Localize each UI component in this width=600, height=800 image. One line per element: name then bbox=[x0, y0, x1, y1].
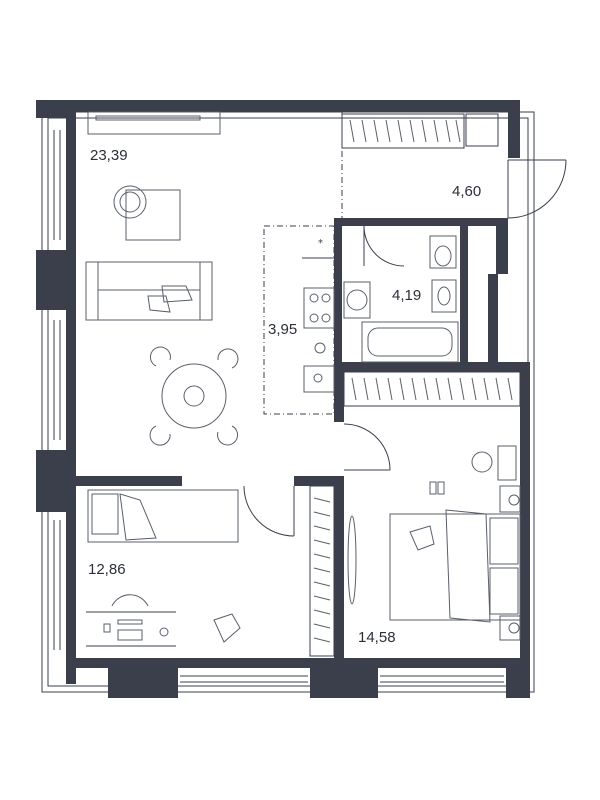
coffee-table bbox=[113, 185, 181, 241]
kitchen-units: * bbox=[302, 238, 335, 393]
svg-text:*: * bbox=[318, 238, 323, 249]
sofa bbox=[85, 261, 213, 321]
bedroom-large-door bbox=[343, 423, 391, 471]
area-label-kitchen: 3,95 bbox=[268, 321, 297, 338]
bedroom-wardrobe bbox=[343, 371, 521, 407]
area-label-bedroom-large: 14,58 bbox=[358, 629, 396, 646]
room-labels: 23,39 4,60 4,19 3,95 12,86 14,58 bbox=[88, 147, 481, 646]
mirror bbox=[347, 515, 357, 605]
bedroom-small-wardrobe bbox=[309, 485, 335, 657]
area-label-bathroom: 4,19 bbox=[392, 287, 421, 304]
hall-wardrobe bbox=[341, 113, 499, 149]
bedroom-small-furniture bbox=[86, 489, 241, 647]
tv-unit bbox=[87, 111, 221, 135]
entrance-door bbox=[507, 159, 567, 219]
zone-boundaries bbox=[263, 112, 343, 415]
walls bbox=[36, 100, 530, 698]
area-label-living: 23,39 bbox=[90, 147, 128, 164]
area-label-bedroom-small: 12,86 bbox=[88, 561, 126, 578]
dining-table bbox=[149, 346, 239, 446]
bathroom-fixtures bbox=[343, 225, 459, 363]
area-label-hall: 4,60 bbox=[452, 183, 481, 200]
bedroom-large-furniture bbox=[389, 445, 521, 641]
bedroom-small-door bbox=[243, 485, 295, 537]
windows bbox=[53, 130, 504, 683]
